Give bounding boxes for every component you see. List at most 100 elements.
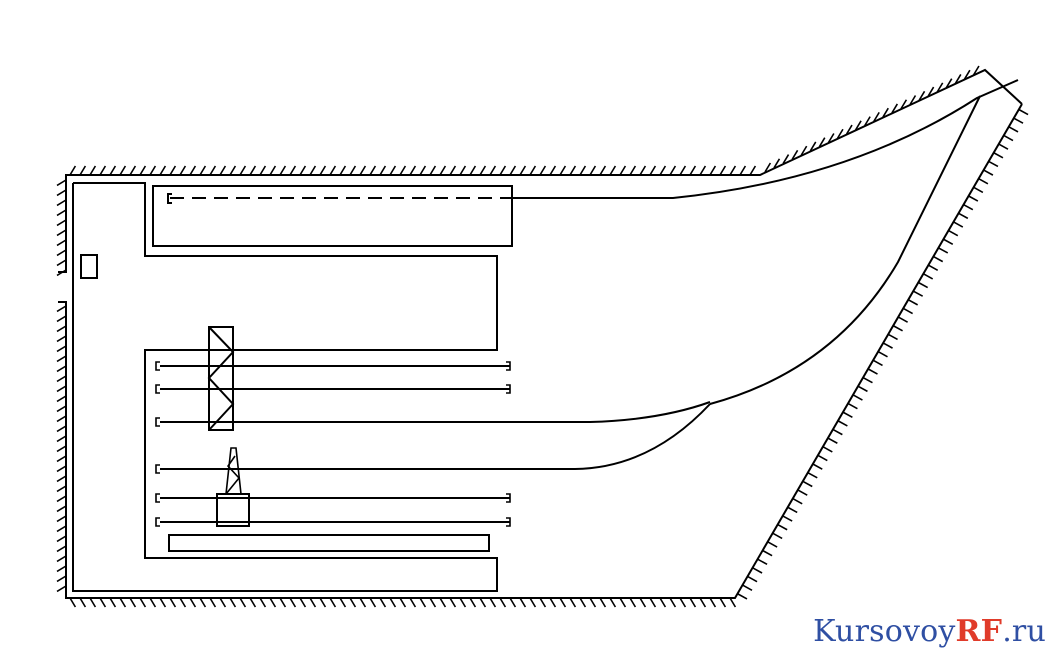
fence-hatch-tick — [729, 165, 737, 176]
fence-hatch-tick — [559, 597, 567, 608]
fence-hatch-tick — [800, 145, 808, 156]
fence-hatch-tick — [873, 359, 883, 367]
fence-hatch-tick — [853, 394, 863, 401]
fence-hatch-tick — [968, 195, 979, 202]
fence-hatch-tick — [589, 165, 597, 176]
fence-hatch-tick — [739, 165, 747, 176]
fence-hatch-tick — [679, 165, 687, 176]
fence-hatch-tick — [888, 333, 898, 341]
fence-hatch-tick — [399, 165, 407, 176]
fence-hatch-tick — [56, 239, 67, 247]
fence-hatch-tick — [199, 165, 207, 176]
track-stop — [155, 464, 160, 474]
fence-hatch-tick — [619, 597, 627, 608]
fence-hatch-tick — [509, 165, 517, 176]
fence-hatch-tick — [56, 565, 67, 573]
watermark-part-kursovoy: Kursovoy — [813, 614, 956, 649]
fence-hatch-tick — [56, 525, 67, 533]
fence-hatch-tick — [139, 597, 147, 608]
fence-hatch-tick — [529, 597, 537, 608]
fence-hatch-tick — [923, 273, 934, 280]
fence-hatch-tick — [649, 597, 657, 608]
fence-hatch-tick — [782, 515, 793, 522]
fence-hatch-tick — [56, 209, 67, 217]
fence-hatch-tick — [409, 165, 417, 176]
fence-hatch-tick — [629, 597, 637, 608]
fence-hatch-tick — [639, 165, 647, 176]
fence-hatch-tick — [56, 249, 67, 257]
fence-hatch-tick — [56, 315, 67, 323]
fence-hatch-tick — [79, 165, 87, 176]
fence-hatch-tick — [189, 165, 197, 176]
fence-hatch-tick — [349, 597, 357, 608]
fence-hatch-tick — [822, 446, 833, 453]
fence-hatch-tick — [349, 165, 357, 176]
fence-hatch-tick — [489, 165, 497, 176]
fence-hatch-tick — [898, 316, 908, 323]
fence-hatch-tick — [928, 264, 939, 271]
fence-hatch-tick — [56, 545, 67, 553]
fence-hatch-tick — [519, 597, 527, 608]
fence-hatch-tick — [709, 165, 717, 176]
fence-hatch-tick — [998, 143, 1009, 150]
fence-hatch-tick — [918, 90, 926, 101]
track-4 — [160, 403, 711, 470]
fence-hatch-tick — [56, 355, 67, 363]
fence-hatch-tick — [369, 165, 377, 176]
fence-hatch-tick — [791, 149, 799, 160]
fence-hatch-tick — [868, 368, 878, 375]
fence-hatch-tick — [289, 165, 297, 176]
fence-hatch-tick — [56, 435, 67, 443]
fence-hatch-tick — [913, 290, 924, 297]
fence-hatch-tick — [659, 165, 667, 176]
fence-hatch-tick — [469, 597, 477, 608]
fence-hatch-tick — [99, 597, 107, 608]
fence-hatch-tick — [99, 165, 107, 176]
fence-hatch-tick — [963, 204, 974, 211]
boundary-fence — [56, 65, 1029, 608]
fence-hatch-tick — [1008, 126, 1019, 133]
fence-hatch-tick — [239, 597, 247, 608]
fence-hatch-tick — [439, 597, 447, 608]
track-stop — [155, 384, 160, 394]
fence-hatch-tick — [1013, 117, 1024, 124]
fence-hatch-tick — [569, 165, 577, 176]
fence-hatch-tick — [319, 597, 327, 608]
fence-hatch-tick — [983, 169, 994, 176]
fence-hatch-tick — [459, 165, 467, 176]
fence-hatch-tick — [599, 597, 607, 608]
fence-hatch-tick — [289, 597, 297, 608]
fence-hatch-tick — [379, 597, 387, 608]
fence-hatch-tick — [339, 165, 347, 176]
fence-hatch-tick — [329, 165, 337, 176]
fence-hatch-tick — [882, 107, 889, 118]
inner-perimeter — [72, 182, 498, 592]
fence-hatch-tick — [809, 141, 817, 152]
fence-hatch-tick — [469, 165, 477, 176]
fence-hatch-tick — [219, 597, 227, 608]
fence-hatch-tick — [109, 597, 117, 608]
fence-hatch-tick — [954, 74, 962, 84]
fence-hatch-tick — [679, 597, 687, 608]
fence-hatch-tick — [792, 498, 803, 505]
fence-hatch-tick — [56, 345, 67, 353]
fence-hatch-tick — [389, 597, 397, 608]
fence-hatch-tick — [56, 229, 67, 237]
fence-hatch-tick — [900, 99, 908, 110]
gantry-crane-frame — [208, 326, 234, 431]
fence-hatch-tick — [689, 165, 697, 176]
fence-hatch-tick — [449, 165, 457, 176]
fence-hatch-tick — [669, 165, 677, 176]
fence-hatch-tick — [409, 597, 417, 608]
fence-hatch-tick — [56, 475, 67, 483]
fence-hatch-tick — [812, 463, 823, 470]
fence-hatch-tick — [719, 165, 727, 176]
fence-hatch-tick — [169, 165, 177, 176]
fence-hatch-tick — [719, 597, 727, 608]
fence-hatch-tick — [479, 597, 487, 608]
fence-hatch-tick — [589, 597, 597, 608]
fence-hatch-tick — [993, 152, 1004, 159]
fence-hatch-tick — [429, 165, 437, 176]
fence-hatch-tick — [56, 425, 67, 433]
